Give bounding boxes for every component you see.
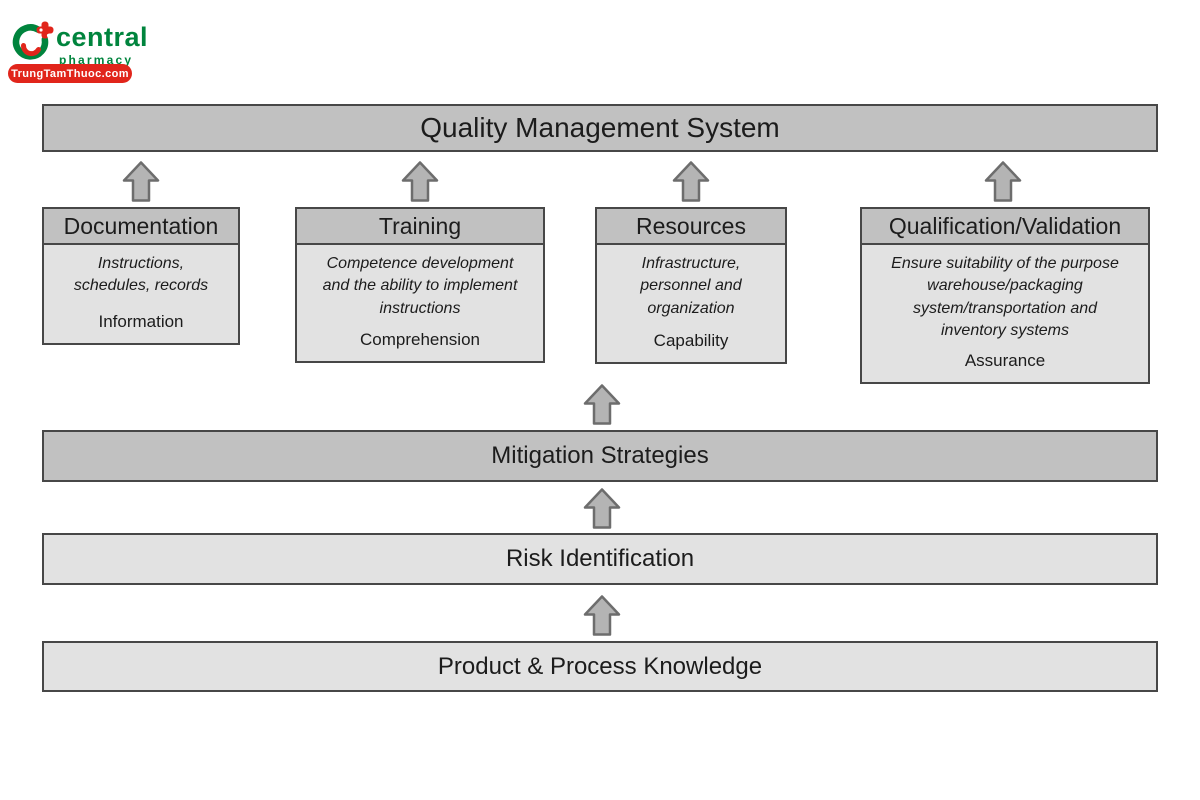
training-box: Training Competence development and the … (295, 207, 545, 363)
resources-box-description: Infrastructure, personnel and organizati… (640, 255, 742, 317)
risk-identification-bar: Risk Identification (42, 533, 1158, 585)
mitigation-strategies-label: Mitigation Strategies (491, 442, 709, 469)
up-arrow-icon (583, 488, 621, 529)
training-box-title: Training (297, 209, 543, 245)
product-process-knowledge-bar: Product & Process Knowledge (42, 641, 1158, 692)
quality-management-system-bar: Quality Management System (42, 104, 1158, 152)
resources-box-keyword: Capability (653, 331, 729, 350)
product-process-knowledge-label: Product & Process Knowledge (437, 652, 763, 680)
documentation-box: Documentation Instructions, schedules, r… (42, 207, 240, 345)
training-box-body: Competence development and the ability t… (297, 245, 543, 361)
qualification-validation-box-keyword: Assurance (964, 351, 1046, 370)
resources-box-body: Infrastructure, personnel and organizati… (597, 245, 785, 362)
risk-identification-label: Risk Identification (505, 545, 695, 572)
up-arrow-icon (122, 161, 160, 202)
up-arrow-icon (583, 384, 621, 425)
documentation-box-description: Instructions, schedules, records (73, 255, 209, 295)
central-pharmacy-logo: central pharmacy TrungTamThuoc.com (8, 16, 168, 86)
logo-brand-text: central (56, 22, 149, 52)
quality-management-system-label: Quality Management System (420, 112, 780, 143)
central-pharmacy-logo-icon (12, 21, 54, 60)
qualification-validation-box-body: Ensure suitability of the purpose wareho… (862, 245, 1148, 382)
qualification-validation-box-description: Ensure suitability of the purpose wareho… (891, 255, 1119, 340)
up-arrow-icon (672, 161, 710, 202)
training-box-keyword: Comprehension (359, 330, 480, 349)
logo-tagline-text: pharmacy (59, 53, 134, 67)
mitigation-strategies-bar: Mitigation Strategies (42, 430, 1158, 482)
resources-box-title: Resources (597, 209, 785, 245)
up-arrow-icon (401, 161, 439, 202)
documentation-box-title: Documentation (44, 209, 238, 245)
qualification-validation-box-title: Qualification/Validation (862, 209, 1148, 245)
plus-icon (36, 21, 54, 39)
logo-banner: TrungTamThuoc.com (8, 64, 132, 83)
up-arrow-icon (583, 595, 621, 636)
qualification-validation-box: Qualification/Validation Ensure suitabil… (860, 207, 1150, 384)
resources-box: Resources Infrastructure, personnel and … (595, 207, 787, 364)
training-box-description: Competence development and the ability t… (322, 255, 518, 317)
documentation-box-body: Instructions, schedules, records Informa… (44, 245, 238, 343)
up-arrow-icon (984, 161, 1022, 202)
documentation-box-keyword: Information (98, 312, 184, 331)
